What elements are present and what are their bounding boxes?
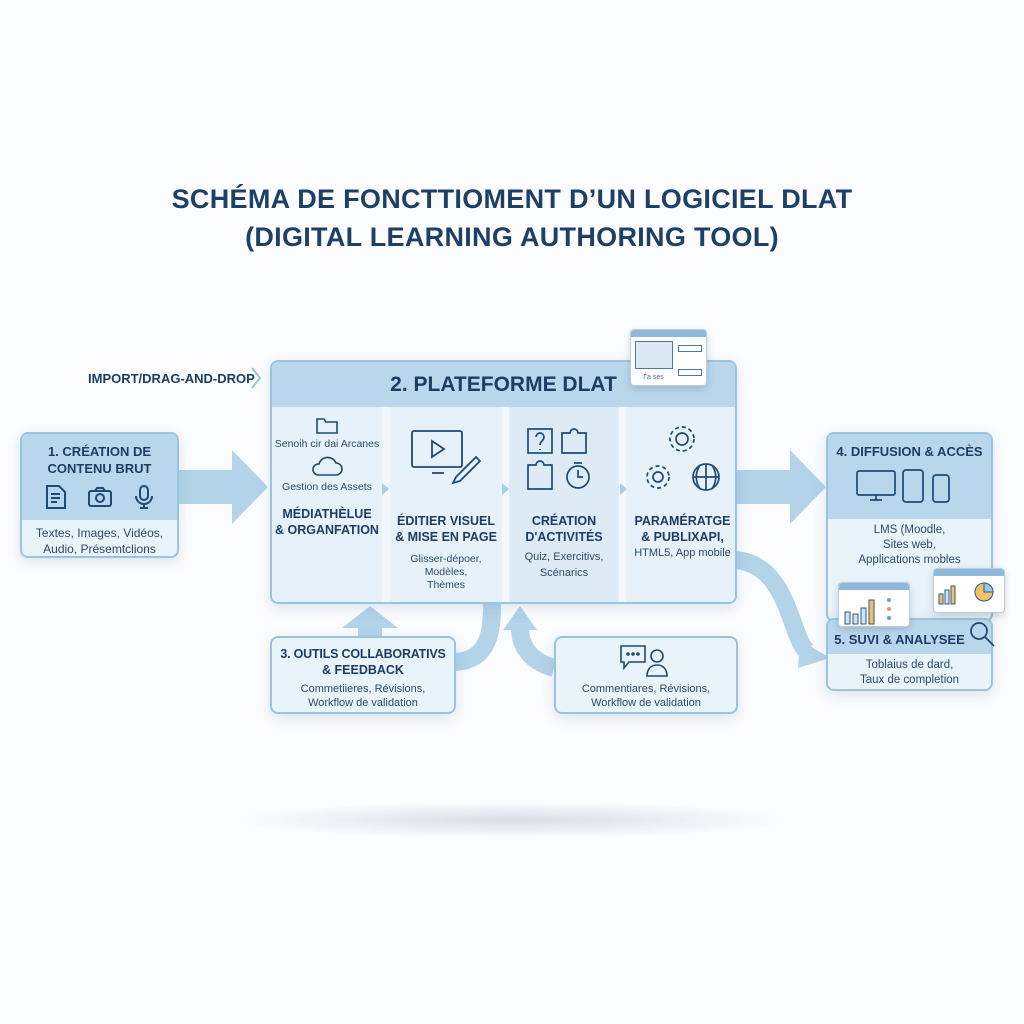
step1-title-1: 1. CRÉATION DE (47, 444, 152, 459)
arrow-3-up (342, 606, 398, 636)
title-line-1: SCHÉMA DE FONCTTIOMENT D’UN LOGICIEL DLA… (171, 184, 853, 214)
step3-box: 3. OUTILS COLLABORATIVS & FEEDBACK Comme… (270, 636, 456, 714)
bar-chart-icon (844, 598, 891, 625)
step4-desc-1: LMS (Moodle, (873, 524, 946, 536)
step5-desc-1: Toblaius de dard, (865, 659, 954, 671)
column-activities: CRÉATION D'ACTIVITÉS Quiz, Exercitivs, S… (509, 407, 619, 602)
folder-icon (316, 418, 338, 434)
quiz-puzzle-timer-icons (527, 428, 590, 490)
step1-title-2: CONTENU BRUT (47, 461, 152, 476)
feedback-box: Commentiares, Révisions, Workflow de val… (554, 636, 738, 714)
step3-desc-2: Workflow de validation (308, 697, 418, 709)
chevron-icon (620, 483, 627, 495)
feedback-desc-2: Workflow de validation (591, 697, 701, 709)
step3-title-2: & FEEDBACK (322, 663, 404, 677)
gears-globe-icon (645, 426, 720, 491)
feedback-desc-1: Commentiares, Révisions, (581, 683, 711, 695)
column-3-desc-2: Scénarics (539, 567, 589, 579)
column-3-title-1: CRÉATION (531, 514, 597, 528)
devices-icon (855, 469, 950, 503)
step2-platform-box: 2. PLATEFORME DLAT Senoih cir dai Arcane… (270, 360, 737, 604)
title-line-2: (DIGITAL LEARNING AUTHORING TOOL) (245, 222, 779, 252)
column-mediatheque: Senoih cir dai Arcanes Gestion des Asset… (272, 407, 382, 602)
floor-shadow (0, 800, 1024, 840)
arrow-1-to-2 (178, 450, 268, 524)
screen-pencil-icon (411, 430, 482, 485)
step3-desc-1: Commetiieres, Révisions, (300, 683, 426, 695)
curve-2-to-5 (734, 551, 815, 660)
column-3-title-2: D'ACTIVITÉS (525, 530, 603, 544)
column-4-title-1: PARAMÉRATGE (634, 514, 731, 528)
column-1-title-1: MÉDIATHÈLUE (282, 507, 372, 521)
column-2-desc-1: Glisser-dépoer, Modèles, (410, 553, 482, 578)
column-4-title-2: & PUBLIXAPI, (641, 530, 724, 544)
dashboard-thumbnail-2 (933, 568, 1005, 613)
step4-desc-2: Sites web, (882, 539, 937, 551)
import-drag-drop-label: IMPORT/DRAG-AND-DROP (88, 371, 255, 386)
curve-feedback-to-2 (511, 627, 557, 677)
cloud-icon (312, 456, 343, 476)
column-publishing: PARAMÉRATGE & PUBLIXAPI, HTML5, App mobi… (626, 407, 735, 602)
column-2-title-1: ÉDITIER VISUEL (397, 514, 495, 528)
step3-title-1: 3. OUTILS COLLABORATIVS (280, 647, 446, 661)
step1-desc-2: Audio, Présemtclions (43, 542, 156, 556)
curve-3-to-2 (453, 602, 501, 671)
column-editor: ÉDITIER VISUEL & MISE EN PAGE Glisser-dé… (390, 407, 502, 602)
column-1-sub-1: Senoih cir dai Arcanes (274, 438, 380, 450)
document-icon (45, 485, 66, 509)
column-2-desc-2: Thèmes (427, 579, 465, 591)
camera-icon (87, 487, 112, 507)
step4-desc-3: Applications mobles (858, 554, 961, 566)
chevron-icon (502, 483, 509, 495)
step4-title: 4. DIFFUSION & ACCÈS (836, 444, 983, 459)
step1-desc-1: Textes, Images, Vidéos, (35, 526, 164, 540)
column-3-desc-1: Quiz, Exercitivs, (524, 551, 604, 563)
thumbnail-caption: Ѓа ѕеѕ (643, 374, 664, 381)
pie-chart-icon (938, 582, 994, 605)
step1-box: 1. CRÉATION DE CONTENU BRUT Textes, Imag… (20, 432, 179, 558)
arrow-2-to-4 (736, 450, 826, 524)
column-4-desc-1: HTML5, App mobile (634, 547, 731, 559)
step5-desc-2: Taux de completion (859, 674, 960, 686)
column-1-sub-2: Gestion des Assets (282, 481, 372, 493)
editor-thumbnail: Ѓа ѕеѕ (630, 329, 707, 386)
comment-user-icon (620, 645, 668, 677)
chevron-icon (382, 483, 389, 495)
column-1-title-2: & ORGANFATION (275, 523, 379, 537)
dashboard-thumbnail-1 (838, 582, 910, 627)
column-2-title-2: & MISE EN PAGE (395, 530, 497, 544)
microphone-icon (134, 485, 153, 509)
magnifier-icon (970, 622, 995, 647)
